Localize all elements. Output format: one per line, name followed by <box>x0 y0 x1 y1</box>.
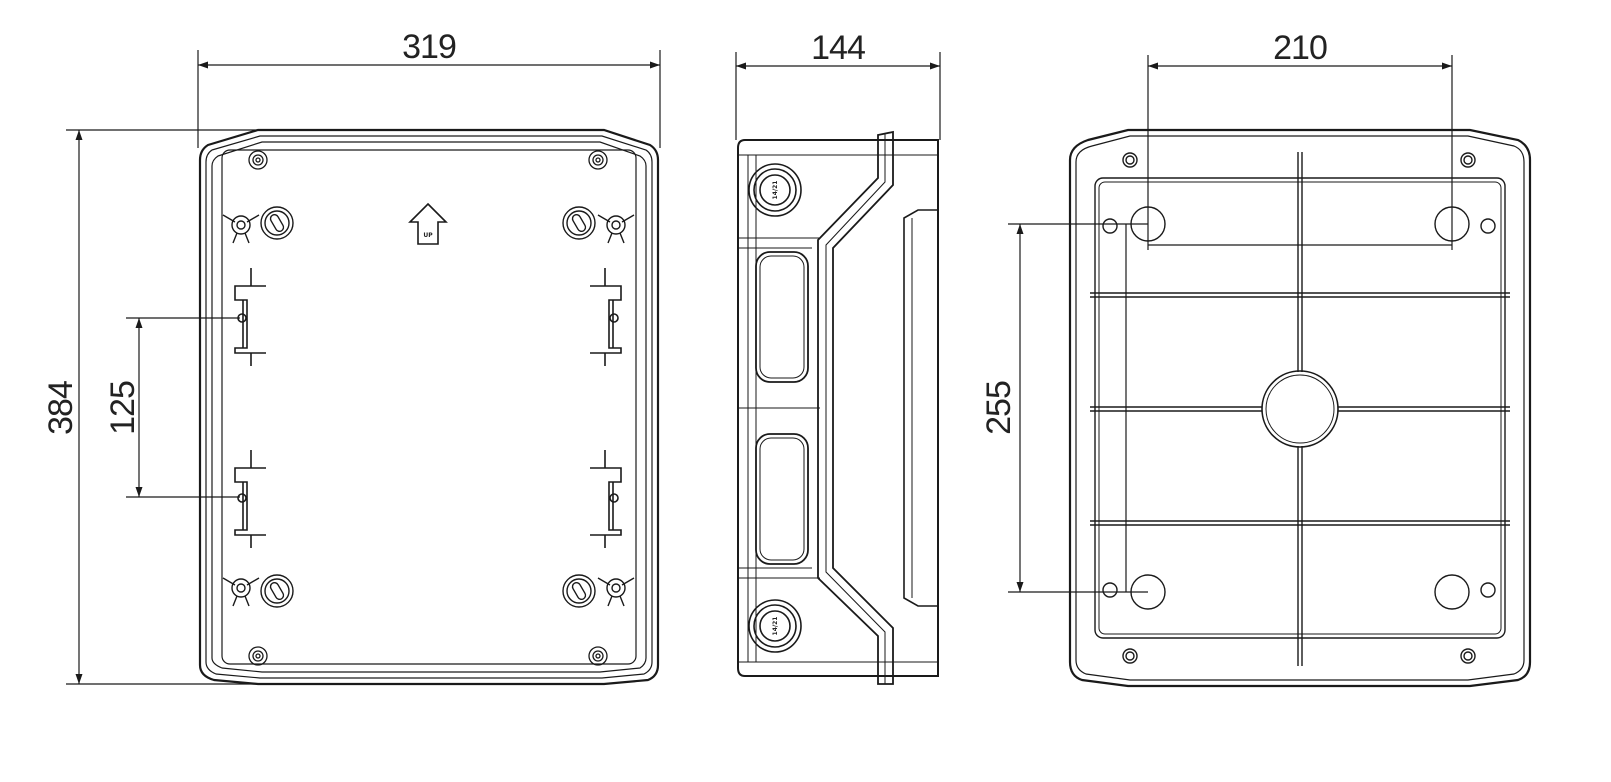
front-outline-2 <box>205 135 653 679</box>
side-handle-channel <box>817 130 894 685</box>
front-height-dimension <box>66 129 258 685</box>
back-vertical-label: 255 <box>980 381 1018 435</box>
side-depth-label: 144 <box>811 29 865 67</box>
front-width-dimension <box>197 50 661 148</box>
up-arrow-icon <box>408 202 448 245</box>
back-outer-outline <box>1068 128 1532 688</box>
rail-spacing-label: 125 <box>104 381 142 435</box>
back-center-knockout <box>1261 370 1339 448</box>
back-outline-2 <box>1075 135 1525 681</box>
front-width-label: 319 <box>402 28 456 66</box>
back-horizontal-dimension <box>1147 55 1453 250</box>
back-horizontal-label: 210 <box>1273 29 1327 67</box>
side-knockout-top <box>755 251 809 383</box>
side-gland-bottom-label: 14/21 <box>772 617 779 636</box>
front-inner-panel <box>221 149 637 665</box>
side-view <box>737 130 939 685</box>
front-height-label: 384 <box>42 381 80 435</box>
front-outline-3 <box>211 141 647 673</box>
back-grid-ribs <box>1090 152 1510 666</box>
front-wing-nuts <box>222 214 635 607</box>
side-gland-bottom <box>748 599 802 653</box>
side-gland-top-label: 14/21 <box>772 181 779 200</box>
up-arrow-label: UP <box>423 232 433 239</box>
back-grid-frame <box>1094 177 1506 639</box>
front-corner-screws <box>248 150 608 666</box>
front-outer-outline <box>198 128 660 686</box>
rail-spacing-dimension <box>126 317 240 498</box>
back-vertical-dimension <box>1008 223 1148 593</box>
back-corner-holes <box>1102 152 1496 664</box>
front-rail-clips <box>234 268 622 548</box>
side-knockout-bottom <box>755 433 809 565</box>
front-view <box>198 128 660 686</box>
back-view <box>1068 128 1532 688</box>
side-gland-top <box>748 163 802 217</box>
back-mounting-holes <box>1130 206 1470 610</box>
side-body-outline <box>737 139 939 677</box>
front-hinge-pins <box>260 206 596 608</box>
side-depth-dimension <box>735 52 941 140</box>
side-lid-step <box>903 209 938 607</box>
